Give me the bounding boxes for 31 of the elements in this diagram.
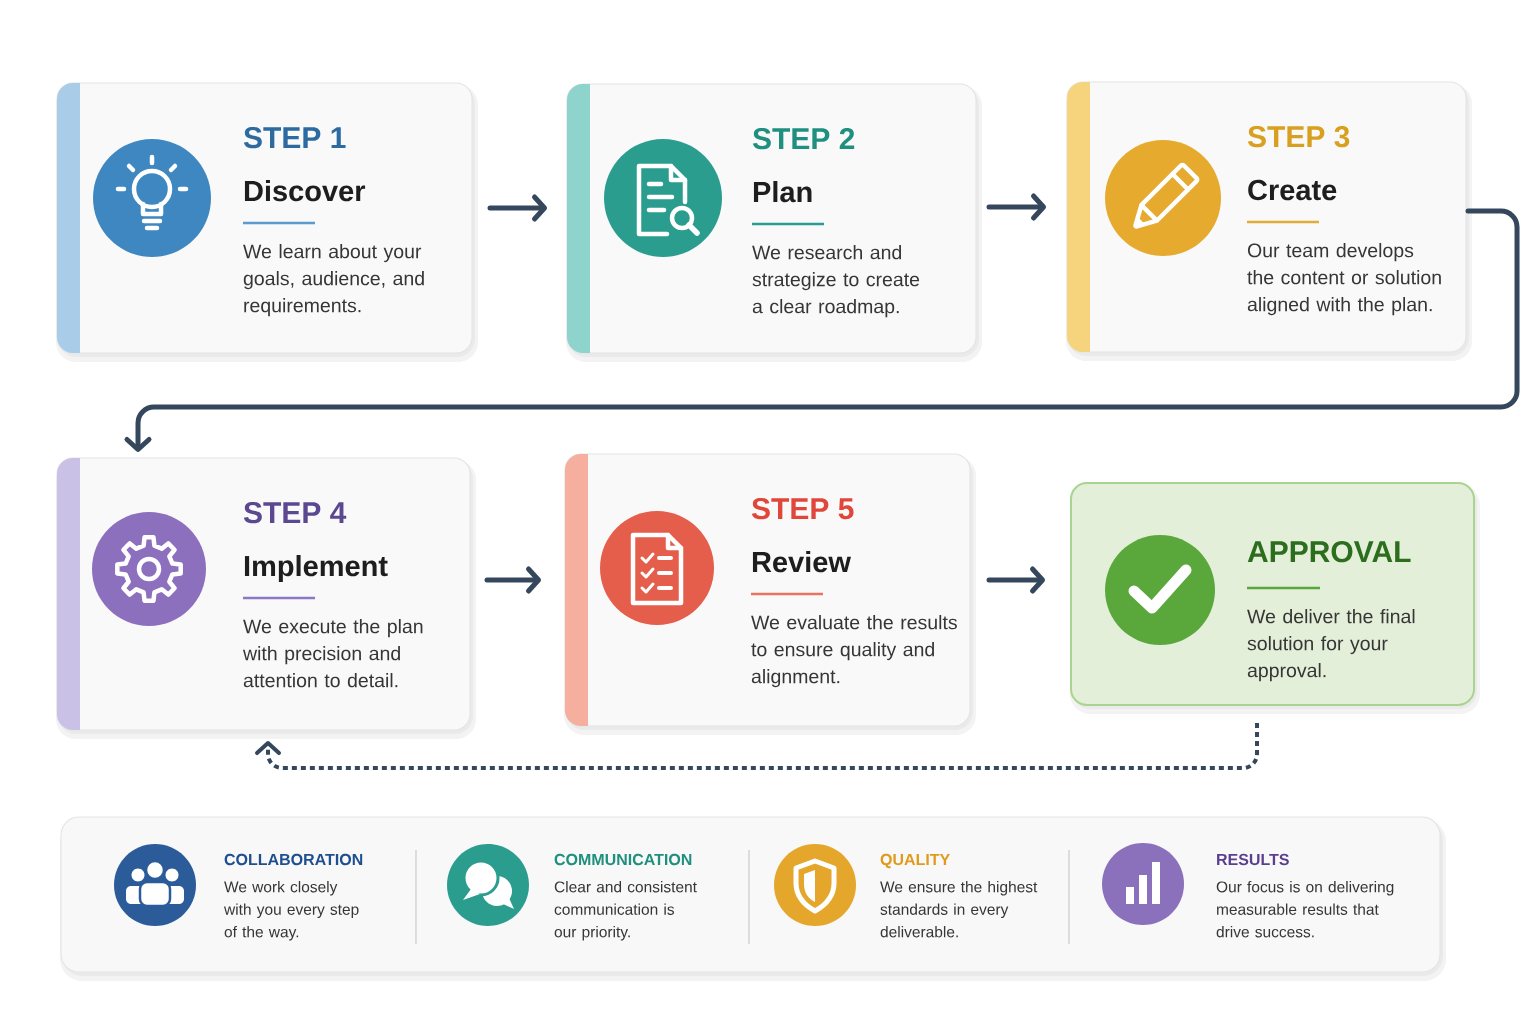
arrow	[986, 566, 1045, 594]
feature-heading: RESULTS	[1217, 853, 1289, 866]
feature-description: We ensure the highest standards in every deliverable.	[880, 881, 1038, 938]
feature-description: We work closely with you every step of the way.	[224, 881, 359, 941]
step-number: STEP 3	[1247, 126, 1350, 148]
feature-heading: COMMUNICATION	[554, 853, 692, 866]
step-title: Discover	[244, 180, 366, 202]
arrow	[124, 208, 1520, 452]
step-title: Create	[1248, 179, 1337, 201]
step-title: Plan	[753, 181, 812, 203]
approval-heading: APPROVAL	[1247, 541, 1411, 563]
step-description: We research and strategize to create a clear roadmap.	[752, 245, 920, 318]
arrow	[986, 193, 1046, 221]
arrow	[484, 566, 541, 594]
step-description: We evaluate the results to ensure quality and alignment.	[751, 615, 957, 688]
step-title: Review	[752, 551, 851, 573]
step-title: Implement	[244, 555, 388, 583]
feature-description: Clear and consistent communication is our priority.	[554, 881, 697, 941]
arrow	[487, 194, 547, 222]
approval-description: We deliver the final solution for your approval.	[1247, 609, 1415, 682]
step-number: STEP 2	[752, 128, 855, 150]
step-number: STEP 4	[243, 502, 347, 524]
feature-heading: QUALITY	[880, 853, 950, 869]
feature-heading: COLLABORATION	[224, 853, 363, 866]
step-description: Our team develops the content or solution aligned with the plan.	[1247, 243, 1441, 316]
feature-description: Our focus is on delivering measurable results that drive success.	[1216, 881, 1394, 938]
step-description: We execute the plan with precision and attention to detail.	[242, 619, 423, 688]
dotted-arrow	[255, 723, 1259, 770]
step-number: STEP 1	[243, 127, 346, 149]
step-description: We learn about your goals, audience, and requirements.	[243, 244, 424, 317]
step-number: STEP 5	[751, 498, 854, 520]
